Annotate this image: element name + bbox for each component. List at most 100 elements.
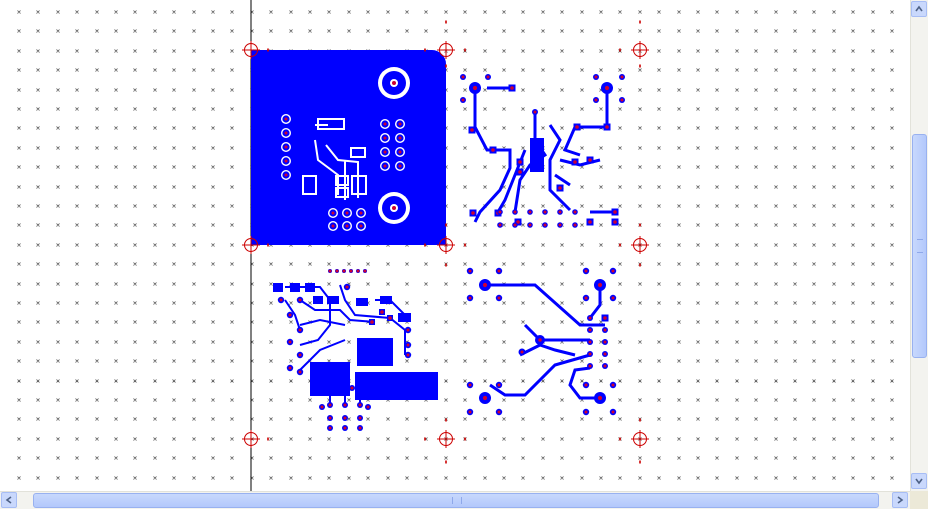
pad[interactable] [357, 402, 363, 408]
pad[interactable] [495, 294, 503, 302]
pad[interactable] [593, 74, 599, 80]
pad[interactable] [466, 381, 474, 389]
pad[interactable] [357, 425, 363, 431]
pad[interactable] [495, 408, 503, 416]
smd-chip[interactable] [530, 138, 544, 172]
pad[interactable] [296, 326, 304, 334]
pad[interactable] [603, 123, 611, 131]
pad[interactable] [286, 338, 294, 346]
pad[interactable] [601, 314, 609, 322]
pad[interactable] [586, 218, 594, 226]
board-top-left[interactable] [251, 50, 446, 245]
pad[interactable] [387, 315, 393, 321]
horizontal-scrollbar[interactable] [0, 491, 910, 509]
pad[interactable] [328, 269, 332, 273]
pad[interactable] [587, 327, 593, 333]
pad[interactable] [286, 311, 294, 319]
mounting-hole[interactable] [378, 67, 410, 99]
connector-left-pads[interactable] [281, 114, 291, 180]
pad[interactable] [282, 143, 290, 151]
pad[interactable] [466, 294, 474, 302]
scroll-right-button[interactable] [892, 492, 908, 508]
pad[interactable] [611, 218, 619, 226]
pad[interactable] [497, 222, 503, 228]
pad[interactable] [514, 218, 522, 226]
pad[interactable] [587, 351, 593, 357]
connector-bottom-pads[interactable] [328, 208, 366, 231]
pad[interactable] [396, 120, 404, 128]
connector-right-pads[interactable] [380, 119, 405, 171]
pad[interactable] [327, 415, 333, 421]
mounting-hole[interactable] [378, 192, 410, 224]
pad[interactable] [343, 209, 351, 217]
pads[interactable] [466, 267, 617, 416]
pad[interactable] [516, 158, 524, 166]
pad[interactable] [535, 335, 545, 345]
pad[interactable] [619, 97, 625, 103]
pad[interactable] [349, 385, 355, 391]
pad[interactable] [329, 209, 337, 217]
pad[interactable] [593, 97, 599, 103]
pad[interactable] [582, 381, 590, 389]
pad[interactable] [357, 209, 365, 217]
pad[interactable] [602, 327, 608, 333]
pcb-board-view[interactable] [0, 0, 910, 491]
pad[interactable] [582, 408, 590, 416]
pad[interactable] [495, 267, 503, 275]
board-bottom-left[interactable] [273, 269, 438, 431]
pads[interactable] [460, 74, 625, 228]
pad[interactable] [296, 351, 304, 359]
pad[interactable] [296, 296, 304, 304]
pad[interactable] [572, 222, 578, 228]
pad[interactable] [495, 381, 503, 389]
pad[interactable] [349, 269, 353, 273]
pad[interactable] [586, 156, 594, 164]
pad[interactable] [381, 148, 389, 156]
horizontal-scroll-thumb[interactable] [33, 493, 879, 508]
pad[interactable] [404, 326, 412, 334]
pad[interactable] [379, 309, 385, 315]
pad[interactable] [594, 279, 606, 291]
pad[interactable] [469, 209, 477, 217]
pad[interactable] [460, 97, 466, 103]
pad[interactable] [296, 368, 304, 376]
pad[interactable] [587, 363, 593, 369]
pad[interactable] [587, 339, 593, 345]
pad[interactable] [479, 279, 491, 291]
pad[interactable] [557, 222, 563, 228]
pad[interactable] [319, 404, 325, 410]
pad[interactable] [582, 294, 590, 302]
pad[interactable] [479, 392, 491, 404]
scroll-left-button[interactable] [1, 492, 17, 508]
pad[interactable] [602, 339, 608, 345]
pad[interactable] [343, 222, 351, 230]
pad[interactable] [611, 208, 619, 216]
pad[interactable] [532, 109, 538, 115]
pad[interactable] [573, 123, 581, 131]
pad[interactable] [602, 351, 608, 357]
pad[interactable] [396, 148, 404, 156]
pad[interactable] [381, 120, 389, 128]
scroll-down-button[interactable] [911, 473, 927, 489]
pads[interactable] [277, 269, 412, 431]
pad[interactable] [282, 115, 290, 123]
pad[interactable] [601, 82, 613, 94]
pad[interactable] [404, 351, 412, 359]
pad[interactable] [342, 269, 346, 273]
pad[interactable] [587, 315, 593, 321]
pad[interactable] [381, 162, 389, 170]
pad[interactable] [282, 129, 290, 137]
pad[interactable] [342, 425, 348, 431]
pad[interactable] [342, 402, 348, 408]
pad[interactable] [602, 363, 608, 369]
pad[interactable] [518, 348, 526, 356]
pad[interactable] [609, 408, 617, 416]
scroll-up-button[interactable] [911, 1, 927, 17]
pad[interactable] [343, 283, 351, 291]
pad[interactable] [489, 146, 497, 154]
pad[interactable] [327, 425, 333, 431]
pad[interactable] [369, 319, 375, 325]
pcb-canvas[interactable] [0, 0, 910, 491]
pad[interactable] [516, 168, 524, 176]
pad[interactable] [277, 296, 285, 304]
